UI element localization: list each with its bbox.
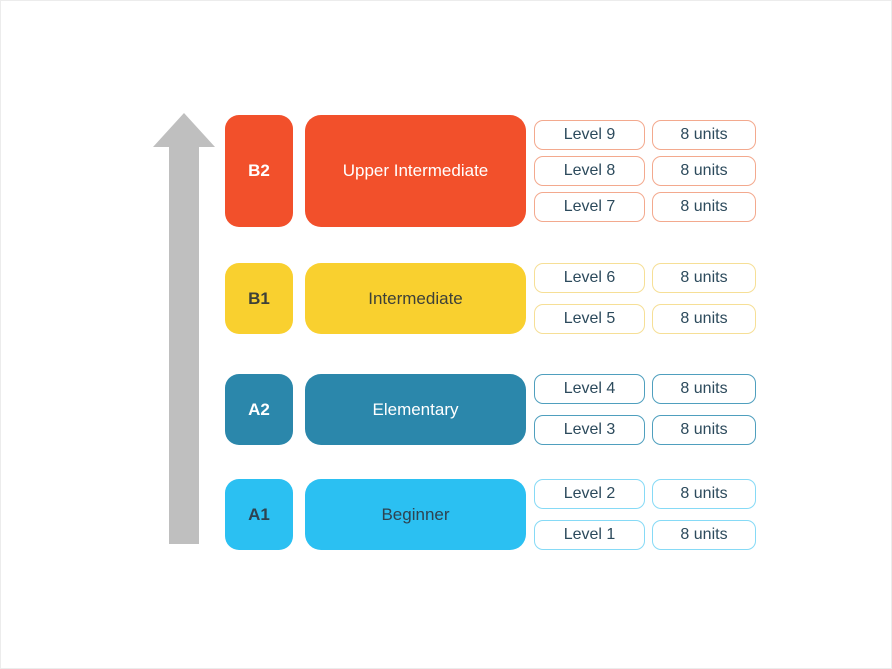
units-pill: 8 units xyxy=(652,479,756,509)
level-pill: Level 9 xyxy=(534,120,645,150)
units-pill-column: 8 units 8 units xyxy=(652,263,756,334)
level-pill: Level 2 xyxy=(534,479,645,509)
level-pill-column: Level 4 Level 3 xyxy=(534,374,645,445)
units-pill: 8 units xyxy=(652,120,756,150)
level-pill: Level 1 xyxy=(534,520,645,550)
units-pill: 8 units xyxy=(652,304,756,334)
level-row-a1: A1 Beginner Level 2 Level 1 8 units 8 un… xyxy=(225,479,756,550)
level-pill: Level 7 xyxy=(534,192,645,222)
units-pill-column: 8 units 8 units xyxy=(652,374,756,445)
cefr-badge-b1: B1 xyxy=(225,263,293,334)
units-pill-column: 8 units 8 units 8 units xyxy=(652,115,756,227)
arrow-up-icon xyxy=(153,113,215,147)
progression-arrow xyxy=(169,146,199,544)
level-pill: Level 3 xyxy=(534,415,645,445)
level-pill: Level 6 xyxy=(534,263,645,293)
level-pill: Level 8 xyxy=(534,156,645,186)
units-pill: 8 units xyxy=(652,192,756,222)
level-pill: Level 4 xyxy=(534,374,645,404)
cefr-badge-a2: A2 xyxy=(225,374,293,445)
units-pill: 8 units xyxy=(652,520,756,550)
units-pill: 8 units xyxy=(652,156,756,186)
level-pill: Level 5 xyxy=(534,304,645,334)
level-name-bar-b1: Intermediate xyxy=(305,263,526,334)
level-name-bar-b2: Upper Intermediate xyxy=(305,115,526,227)
level-row-b2: B2 Upper Intermediate Level 9 Level 8 Le… xyxy=(225,115,756,227)
level-pill-column: Level 9 Level 8 Level 7 xyxy=(534,115,645,227)
units-pill-column: 8 units 8 units xyxy=(652,479,756,550)
units-pill: 8 units xyxy=(652,263,756,293)
cefr-badge-b2: B2 xyxy=(225,115,293,227)
level-name-bar-a1: Beginner xyxy=(305,479,526,550)
units-pill: 8 units xyxy=(652,415,756,445)
level-name-bar-a2: Elementary xyxy=(305,374,526,445)
level-pill-column: Level 2 Level 1 xyxy=(534,479,645,550)
level-pill-column: Level 6 Level 5 xyxy=(534,263,645,334)
units-pill: 8 units xyxy=(652,374,756,404)
level-row-b1: B1 Intermediate Level 6 Level 5 8 units … xyxy=(225,263,756,334)
cefr-badge-a1: A1 xyxy=(225,479,293,550)
level-row-a2: A2 Elementary Level 4 Level 3 8 units 8 … xyxy=(225,374,756,445)
